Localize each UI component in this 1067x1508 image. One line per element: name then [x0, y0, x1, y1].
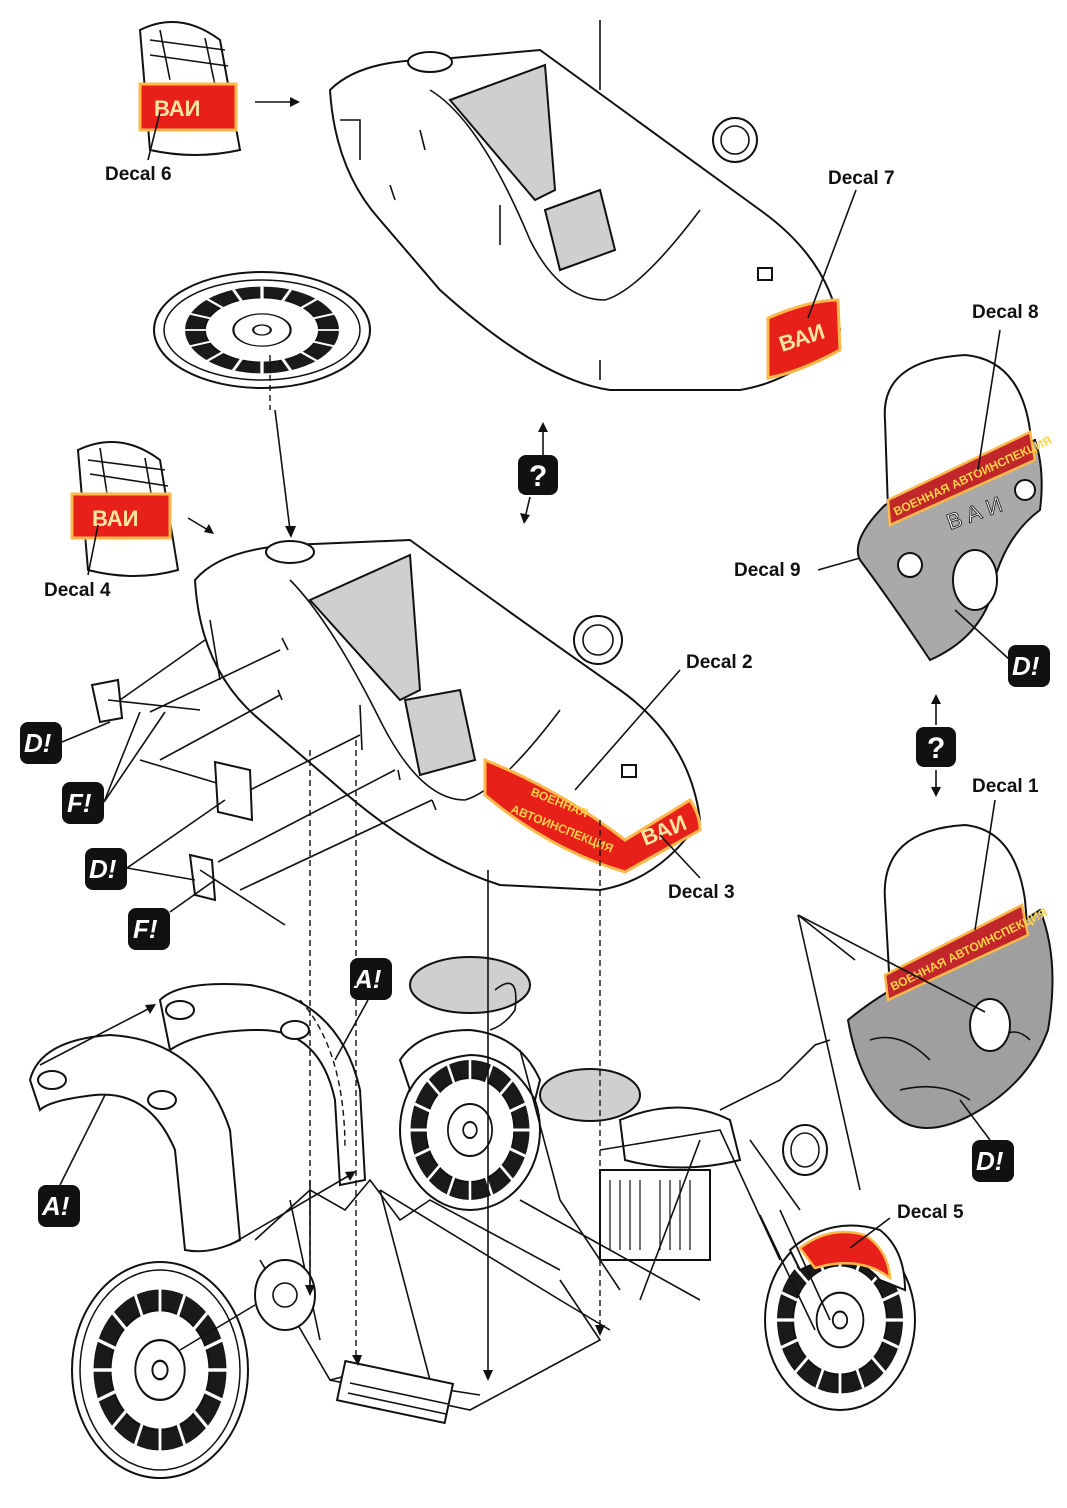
decal-6-inset: ВАИ Decal 6 — [105, 21, 242, 185]
decal-9-label: Decal 9 — [734, 560, 801, 581]
sidecar-body-middle: ВОЕННАЯ АВТОИНСПЕКЦИЯ ВАИ — [193, 538, 702, 892]
decal-6-label: Decal 6 — [105, 164, 172, 185]
sidecar-chassis — [254, 1178, 611, 1425]
arrow-4 — [187, 517, 214, 534]
svg-text:D!: D! — [1012, 651, 1040, 681]
motorcycle — [398, 956, 916, 1411]
vai-stripe-text: ВАИ — [154, 96, 201, 121]
decal-7-callout: Decal 7 — [807, 168, 895, 319]
spare-wheel — [153, 271, 371, 538]
decal-4-label: Decal 4 — [44, 580, 111, 601]
windshield-lower: ВОЕННАЯ АВТОИНСПЕКЦИЯ — [846, 823, 1054, 1129]
decal-5-label: Decal 5 — [897, 1202, 964, 1223]
svg-text:A!: A! — [353, 964, 382, 994]
decal-3-callout: Decal 3 — [659, 834, 735, 903]
svg-text:A!: A! — [41, 1191, 70, 1221]
paint-badge-d-3: D! — [954, 609, 1050, 687]
question-mark: ? — [529, 460, 547, 493]
svg-text:D!: D! — [89, 854, 117, 884]
decal-2-label: Decal 2 — [686, 652, 753, 673]
decal-7-label: Decal 7 — [828, 168, 895, 189]
decal-1-label: Decal 1 — [972, 776, 1039, 797]
paint-badge-f-2: F! — [128, 879, 216, 950]
paint-badge-a-1: A! — [334, 958, 392, 1061]
vai-stripe-text: ВАИ — [92, 506, 139, 531]
windshield-upper: ВОЕННАЯ АВТОИНСПЕКЦИЯ В А И — [856, 353, 1054, 662]
sidecar-wheel — [71, 1261, 256, 1479]
decal-8-callout: Decal 8 — [972, 302, 1039, 471]
windshield-lower-leaders — [797, 914, 991, 1191]
alternative-marker-top: ? — [518, 422, 558, 524]
decal-3-label: Decal 3 — [668, 882, 735, 903]
paint-badge-f-1: F! — [62, 711, 166, 824]
paint-badge-a-2: A! — [38, 1094, 106, 1227]
svg-text:D!: D! — [24, 728, 52, 758]
decal-8-label: Decal 8 — [972, 302, 1039, 323]
alternative-marker-right: ? — [916, 694, 956, 797]
bracket-parts — [90, 639, 433, 926]
decal-9-callout: Decal 9 — [734, 557, 861, 581]
fender-to-chassis-leaders — [229, 1171, 356, 1246]
fender-arrow — [39, 1004, 156, 1066]
decal-1-callout: Decal 1 — [972, 776, 1039, 931]
question-mark: ? — [927, 732, 945, 765]
svg-text:D!: D! — [976, 1146, 1004, 1176]
fender-inner — [158, 983, 367, 1187]
decal-4-inset: ВАИ Decal 4 — [44, 441, 180, 601]
decal-2-callout: Decal 2 — [574, 652, 753, 791]
arrow-6 — [255, 97, 300, 107]
paint-badge-d-4: D! — [972, 1140, 1014, 1182]
svg-text:F!: F! — [133, 914, 158, 944]
paint-badge-d-1: D! — [20, 721, 111, 764]
sidecar-body-top: ВАИ — [328, 48, 842, 391]
svg-text:F!: F! — [67, 788, 92, 818]
paint-badge-d-2: D! — [85, 799, 226, 890]
decal-5-callout: Decal 5 — [849, 1202, 964, 1249]
